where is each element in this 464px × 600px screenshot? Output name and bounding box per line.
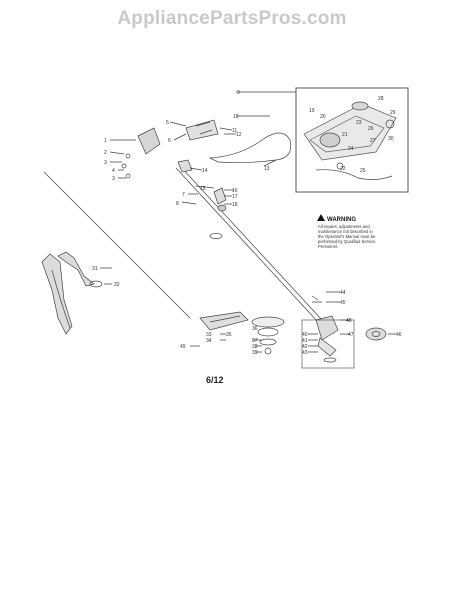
callout-11: 11 [232, 128, 237, 134]
lower-gear-head [315, 315, 339, 341]
site-title: AppliancePartsPros.com [117, 8, 347, 29]
callout-43: 43 [302, 350, 308, 356]
callout-20: 20 [320, 114, 326, 120]
callout-31: 31 [92, 266, 98, 272]
warning-notice: WARNING All repairs, adjustments and mai… [317, 214, 376, 249]
callout-8: 8 [176, 201, 179, 207]
callout-28: 28 [378, 96, 384, 102]
callout-17: 17 [232, 194, 238, 200]
engine-box [295, 87, 409, 193]
warning-line-2: maintenance not described in [318, 229, 373, 234]
throttle-grip [185, 119, 219, 141]
warning-line-3: the Operator's Manual must be [318, 234, 376, 239]
callout-3: 3 [104, 160, 107, 166]
callout-6: 6 [168, 138, 171, 144]
callout-1: 1 [104, 138, 107, 144]
warning-heading: WARNING [327, 217, 356, 223]
warning-line-1: All repairs, adjustments and [318, 224, 370, 229]
callout-30: 30 [388, 136, 394, 142]
callout-27: 27 [370, 138, 376, 144]
callout-3b: 3 [112, 176, 115, 182]
callout-25: 25 [360, 168, 366, 174]
callout-29: 29 [390, 110, 396, 116]
callout-36: 36 [252, 326, 258, 332]
callout-26: 26 [368, 126, 374, 132]
callout-12: 12 [236, 132, 242, 138]
callout-47: 47 [348, 332, 354, 338]
warning-triangle-icon [317, 214, 325, 221]
callout-40: 40 [302, 332, 308, 338]
callout-46: 46 [396, 332, 402, 338]
callout-32: 32 [114, 282, 120, 288]
callout-48: 48 [346, 318, 352, 324]
callout-13: 13 [264, 166, 270, 172]
callout-42: 42 [302, 344, 308, 350]
callout-9: 9 [237, 90, 240, 96]
callout-5: 5 [166, 120, 169, 126]
handle-bar [208, 132, 292, 164]
callout-34: 34 [206, 338, 212, 344]
callout-19: 19 [309, 108, 315, 114]
callout-22: 22 [340, 166, 346, 172]
callout-10: 10 [233, 114, 239, 120]
drive-shaft [175, 165, 323, 323]
callout-35: 35 [226, 332, 232, 338]
callout-7: 7 [182, 192, 185, 198]
callout-37: 37 [252, 338, 258, 344]
warning-line-4: performed by Qualified Service [318, 239, 376, 244]
callout-21: 21 [342, 132, 348, 138]
callout-15: 15 [200, 186, 206, 192]
callout-39: 39 [252, 350, 258, 356]
callout-14: 14 [202, 168, 208, 174]
callout-24: 24 [348, 146, 354, 152]
trimmer-head-bracket [199, 311, 249, 331]
warning-line-5: Personnel. [318, 244, 338, 249]
harness [41, 253, 73, 335]
callout-41: 41 [302, 338, 308, 344]
guard-bracket [137, 127, 161, 155]
callout-23: 23 [356, 120, 362, 126]
callout-33: 33 [206, 332, 212, 338]
flexible-rod [43, 171, 191, 319]
clamp [177, 159, 193, 173]
callout-18: 18 [232, 202, 238, 208]
callout-2: 2 [104, 150, 107, 156]
page-number: 6/12 [206, 375, 224, 385]
callout-38: 38 [252, 344, 258, 350]
callout-49: 49 [180, 344, 186, 350]
callout-4: 4 [112, 168, 115, 174]
callout-44: 44 [340, 290, 346, 296]
callout-45: 45 [340, 300, 346, 306]
callout-16: 16 [232, 188, 238, 194]
